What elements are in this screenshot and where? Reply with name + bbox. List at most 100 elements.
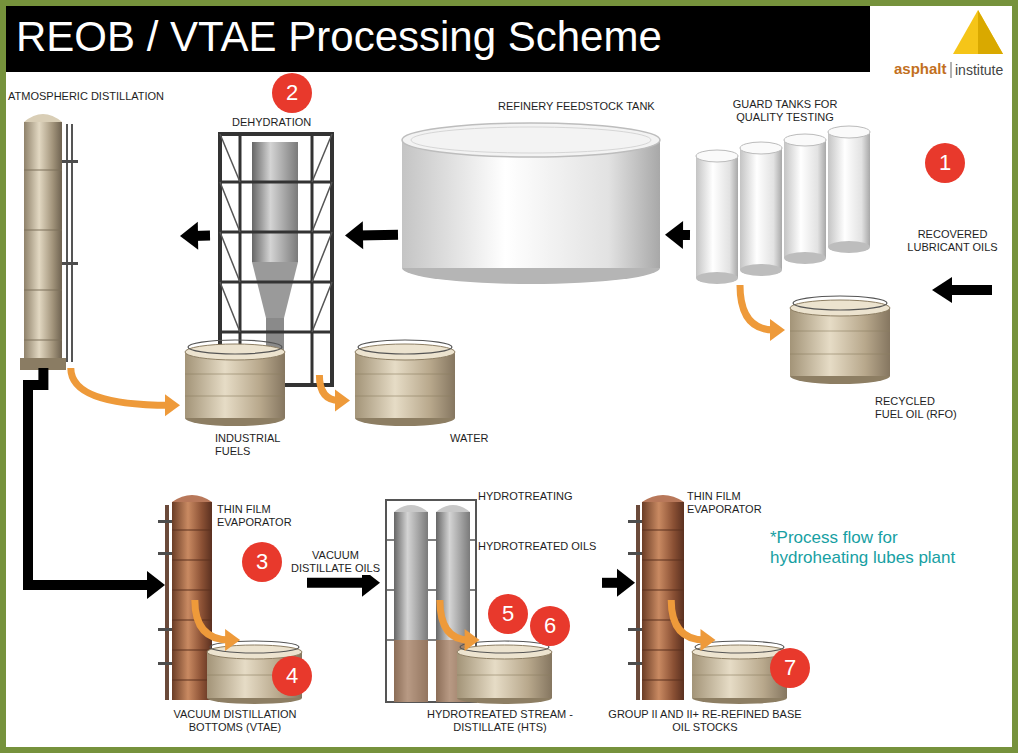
callout-number: 1: [925, 143, 965, 183]
storage-tank: [790, 296, 890, 384]
distillation-tower: [20, 114, 78, 370]
thin-film-evaporator: [642, 680, 684, 681]
distillation-tower: [24, 170, 62, 171]
storage-tank: [790, 354, 890, 355]
distillation-tower: [62, 262, 78, 265]
thin-film-evaporator: [158, 520, 172, 523]
thin-film-evaporator: [158, 495, 212, 700]
dehydration-unit: [220, 182, 240, 232]
dehydration-unit: [311, 134, 314, 385]
flow-line: [28, 368, 152, 585]
thin-film-evaporator: [642, 650, 684, 651]
storage-tank: INDUSTRIAL FUELS: [180, 340, 300, 468]
equipment-label: WATER: [450, 432, 508, 445]
guard-tanks: [828, 126, 870, 138]
arrow-head: [770, 319, 785, 341]
thin-film-evaporator: [642, 590, 684, 591]
storage-tank: [457, 645, 552, 659]
flow-label: VACUUM DISTILLATE OILS: [288, 549, 384, 575]
storage-tank: [457, 641, 552, 704]
logo-mark: [950, 62, 952, 78]
distillation-tower: [24, 290, 62, 291]
input-arrow: [932, 277, 952, 303]
guard-tanks: [696, 126, 870, 284]
callout-number: 6: [530, 606, 570, 646]
thin-film-evaporator: THIN FILM EVAPORATOR: [635, 485, 769, 600]
hydrotreater: [394, 505, 428, 512]
flow-line: [358, 230, 398, 241]
distillation-tower: [66, 124, 68, 362]
guard-tanks: [740, 264, 782, 276]
guard-tanks: [828, 241, 870, 253]
thin-film-evaporator: [172, 620, 212, 621]
flow-arrow: [71, 368, 180, 416]
flow-arrow: [602, 569, 635, 597]
guard-tanks: [696, 272, 738, 284]
input-label: RECOVERED LUBRICANT OILS: [900, 228, 1005, 254]
thin-film-evaporator: [642, 530, 684, 531]
thin-film-evaporator: [642, 502, 684, 700]
equipment-label: INDUSTRIAL FUELS: [215, 432, 297, 458]
storage-tank: [355, 340, 455, 426]
storage-tank: [185, 352, 285, 418]
thin-film-evaporator: [172, 650, 212, 651]
thin-film-evaporator: [628, 552, 642, 555]
thin-film-evaporator: [628, 628, 642, 631]
thin-film-evaporator: [642, 495, 684, 502]
dehydration-unit: [220, 134, 240, 182]
flow-arrow: [345, 221, 398, 249]
distillation-tower: [24, 340, 62, 341]
callout-number: 7: [770, 648, 810, 688]
distillation-tower: [24, 230, 62, 231]
guard-tanks: [696, 156, 738, 278]
thin-film-evaporator: [172, 560, 212, 561]
dehydration-unit: [312, 282, 332, 332]
dehydration-unit: [220, 281, 332, 284]
storage-tank: [355, 352, 455, 418]
logo-mark: [978, 10, 1003, 54]
flow-arrow: [671, 600, 715, 651]
title-bar: [6, 6, 870, 72]
flow-line: [740, 285, 775, 330]
thin-film-evaporator: [165, 505, 169, 700]
storage-tank: [355, 396, 455, 397]
thin-film-evaporator: [628, 520, 642, 523]
logo-wordmark: asphalt: [894, 60, 947, 78]
storage-tank: [185, 396, 285, 397]
thin-film-evaporator: [172, 495, 212, 502]
storage-tank: [457, 675, 552, 676]
flow-arrow: [319, 375, 350, 412]
storage-tank: [793, 296, 887, 310]
feedstock-tank: REFINERY FEEDSTOCK TANK: [398, 98, 665, 278]
callout-number: 2: [272, 73, 312, 113]
thin-film-evaporator: [158, 552, 172, 555]
equipment-label: HYDROTREATED OILS: [478, 540, 600, 553]
equipment-label: ATMOSPHERIC DISTILLATION: [8, 90, 178, 103]
dehydration-unit: DEHYDRATION: [210, 112, 345, 375]
flow-arrow: [180, 222, 210, 250]
distillation-tower: [62, 160, 78, 163]
flow-line: [671, 600, 705, 640]
page-frame: [6, 6, 1012, 747]
flow-arrow: [740, 285, 785, 341]
dehydration-unit: [312, 134, 332, 182]
guard-tanks: [784, 140, 826, 258]
guard-tanks: [696, 150, 738, 162]
guard-tanks: GUARD TANKS FOR QUALITY TESTING: [690, 95, 875, 285]
arrow-head: [225, 629, 240, 651]
dehydration-unit: [252, 142, 298, 262]
dehydration-unit: [220, 181, 332, 184]
storage-tank: [188, 340, 282, 354]
arrow-head: [335, 390, 350, 412]
thin-film-evaporator: [158, 628, 172, 631]
logo-mark: [953, 10, 1003, 54]
hydrotreater: HYDROTREATINGHYDROTREATED OILS: [380, 485, 602, 600]
thin-film-evaporator: [172, 680, 212, 681]
feedstock-tank: [402, 123, 660, 157]
arrow-head: [665, 221, 683, 249]
equipment-label: GROUP II AND II+ RE-REFINED BASE OIL STO…: [605, 708, 805, 734]
title-bar: [6, 6, 870, 72]
input-arrow: [950, 285, 992, 295]
